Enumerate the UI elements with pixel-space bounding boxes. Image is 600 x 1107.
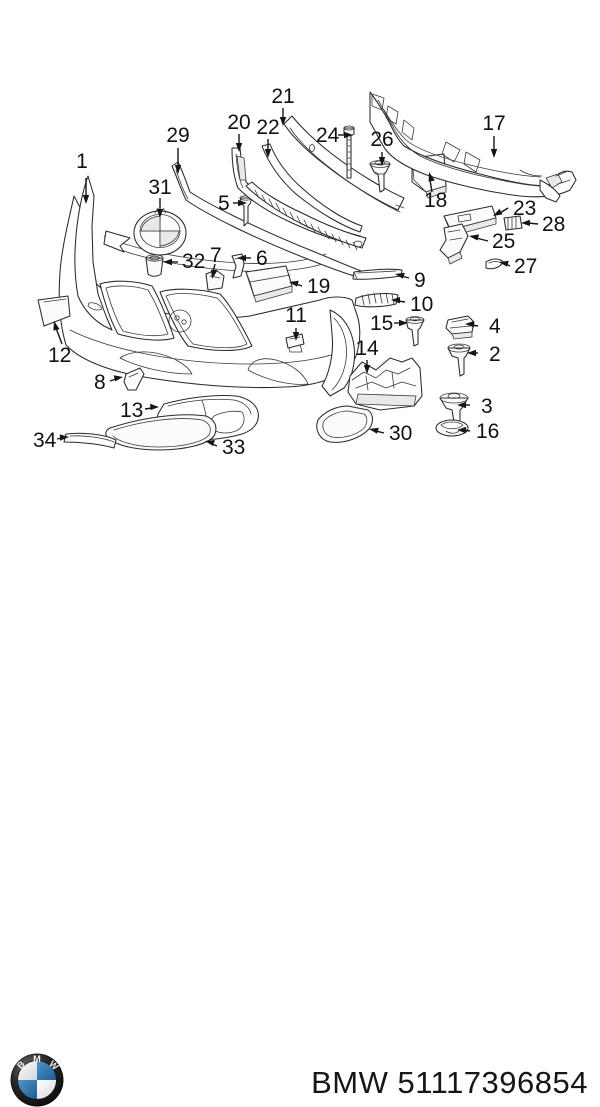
callout-15: 15	[370, 312, 393, 335]
callout-7: 7	[210, 244, 222, 267]
callout-20: 20	[227, 111, 250, 134]
callout-14: 14	[355, 337, 379, 360]
callout-34: 34	[33, 429, 57, 452]
callout-13: 13	[120, 399, 143, 422]
callout-22: 22	[256, 116, 279, 139]
callout-32: 32	[182, 250, 205, 273]
callout-6: 6	[256, 247, 268, 270]
part-30-tow-cover	[316, 405, 374, 443]
part-28-mini-clip	[503, 215, 523, 231]
callout-28: 28	[542, 213, 565, 236]
part-34-lower-trim-left	[63, 432, 117, 449]
callout-19: 19	[307, 275, 330, 298]
footer: B M W BMW 51117396854	[0, 520, 600, 1107]
callout-25: 25	[492, 230, 515, 253]
callout-8: 8	[94, 371, 106, 394]
callout-9: 9	[414, 269, 426, 292]
part-19-energy-absorber	[245, 265, 293, 303]
part-25-angle-bracket	[439, 223, 469, 265]
callout-18: 18	[424, 189, 447, 212]
parts-diagram: 1 2 3 4 5 6 7 8 9 10 11 12 13 14 15 16 1…	[0, 85, 600, 1107]
part-10-grille-strip	[354, 292, 399, 308]
callout-leaders	[53, 108, 539, 447]
part-26-expanding-plug	[369, 160, 391, 193]
callout-27: 27	[514, 255, 537, 278]
callout-5: 5	[218, 192, 230, 215]
part-33-lower-trim-right	[105, 414, 217, 451]
callout-33: 33	[222, 436, 245, 459]
part-8-trim-insert	[123, 367, 145, 391]
part-20-carrier-rail	[231, 147, 367, 251]
part-27-cap-cover	[485, 258, 504, 270]
callout-29: 29	[166, 124, 189, 147]
bmw-roundel-logo: B M W	[10, 1053, 64, 1107]
part-32-grommet	[145, 254, 164, 277]
callout-1: 1	[76, 150, 88, 173]
part-bumper-cover	[58, 175, 361, 397]
part-16-oval-grommet	[435, 419, 469, 437]
callout-4: 4	[489, 315, 501, 338]
callout-17: 17	[482, 112, 505, 135]
part-17-impact-bar	[369, 91, 577, 203]
callout-21: 21	[271, 85, 294, 108]
part-31-bmw-emblem	[133, 207, 187, 256]
callout-24: 24	[316, 124, 340, 147]
callout-2: 2	[489, 343, 501, 366]
part-21-crossmember	[283, 115, 405, 213]
part-2-expanding-rivet	[447, 343, 471, 377]
callout-12: 12	[48, 344, 71, 367]
callout-26: 26	[370, 128, 393, 151]
part-14-air-duct	[347, 357, 423, 411]
part-4-spring-nut	[445, 315, 475, 340]
callout-numbers: 1 2 3 4 5 6 7 8 9 10 11 12 13 14 15 16 1…	[33, 85, 565, 459]
part-22-support-strip	[261, 143, 363, 233]
callout-3: 3	[481, 395, 493, 418]
part-12-side-trim	[37, 295, 71, 327]
callout-11: 11	[285, 304, 307, 327]
part-15-mushroom-clip	[405, 316, 425, 347]
callout-23: 23	[513, 197, 536, 220]
callout-30: 30	[389, 422, 412, 445]
callout-10: 10	[410, 293, 433, 316]
callout-31: 31	[148, 176, 171, 199]
svg-text:M: M	[33, 1054, 41, 1064]
callout-16: 16	[476, 420, 499, 443]
part-9-trim-strip	[352, 268, 403, 280]
part-number-text: BMW 51117396854	[311, 1065, 588, 1100]
parts-illustration: 1 2 3 4 5 6 7 8 9 10 11 12 13 14 15 16 1…	[33, 85, 577, 459]
